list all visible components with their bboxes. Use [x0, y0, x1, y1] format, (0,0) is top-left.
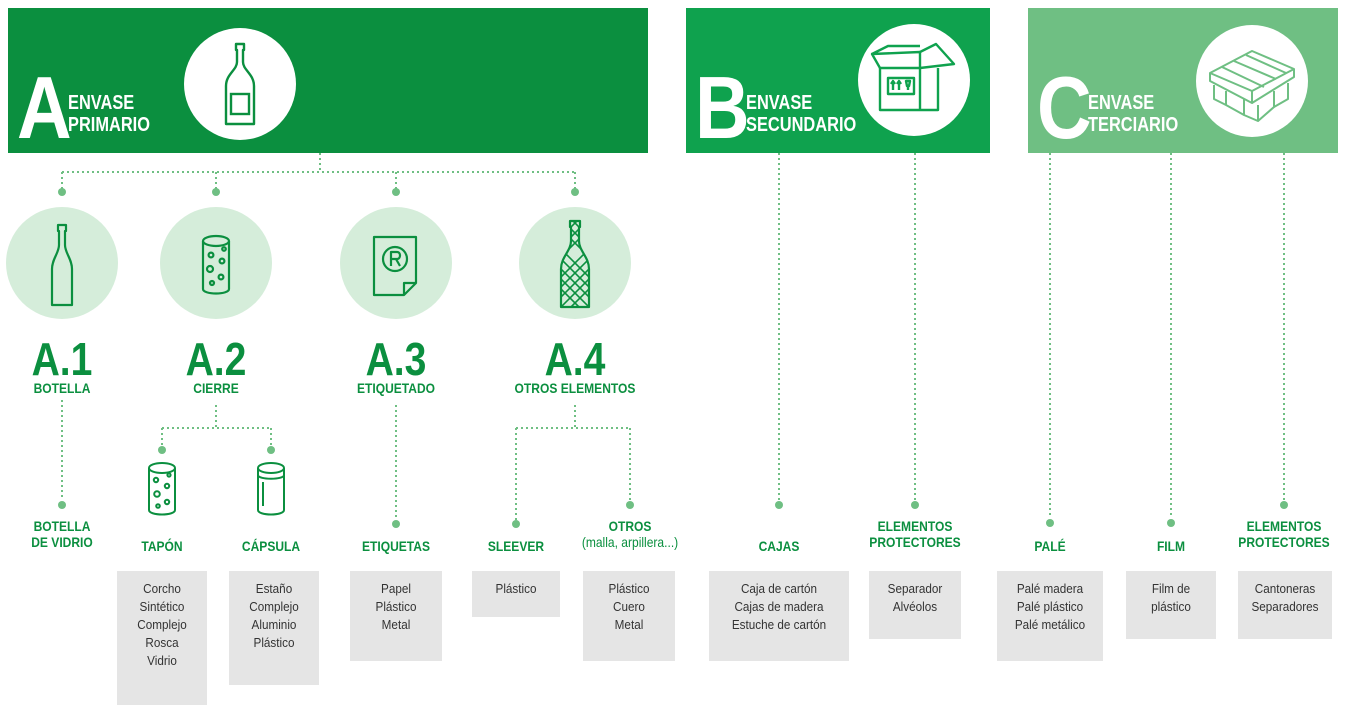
leaf-etiquetas: ETIQUETAS	[361, 538, 430, 554]
pallet-icon	[1196, 25, 1308, 137]
box-cajas: Caja de cartón Cajas de madera Estuche d…	[709, 571, 849, 661]
header-envase-secundario: B ENVASE SECUNDARIO	[686, 8, 990, 153]
subcategory-circle-a1	[6, 207, 118, 319]
leaf-botella-de-vidrio: BOTELLA DE VIDRIO	[31, 518, 93, 550]
cork-icon	[201, 234, 231, 295]
leaf-tapon: TAPÓN	[141, 538, 183, 554]
header-envase-terciario: C ENVASE TERCIARIO	[1028, 8, 1338, 153]
code-a4: A.4	[544, 333, 606, 385]
box-otros: Plástico Cuero Metal	[583, 571, 675, 661]
bottle-icon	[50, 223, 74, 307]
leaf-pale: PALÉ	[1034, 538, 1066, 554]
header-envase-primario: A ENVASE PRIMARIO	[8, 8, 648, 153]
leaf-capsula: CÁPSULA	[241, 538, 301, 554]
box-pale: Palé madera Palé plástico Palé metálico	[997, 571, 1103, 661]
box-protectores-b: Separador Alvéolos	[869, 571, 961, 639]
header-letter-a: A	[17, 58, 72, 157]
code-a2: A.2	[185, 333, 247, 385]
header-title-c: ENVASE TERCIARIO	[1088, 92, 1179, 136]
subcategory-circle-a4	[519, 207, 631, 319]
subcategory-circle-a3	[340, 207, 452, 319]
leaf-elementos-protectores-b: ELEMENTOS PROTECTORES	[869, 518, 961, 550]
label-otros-elementos: OTROS ELEMENTOS	[514, 380, 636, 396]
label-etiquetado: ETIQUETADO	[356, 380, 436, 396]
label-cierre: CIERRE	[193, 380, 239, 396]
leaf-film: FILM	[1156, 538, 1186, 554]
box-protectores-c: Cantoneras Separadores	[1238, 571, 1332, 639]
box-tapon: Corcho Sintético Complejo Rosca Vidrio	[117, 571, 207, 705]
mesh-bottle-icon	[559, 219, 591, 309]
header-letter-b: B	[695, 58, 750, 157]
leaf-elementos-protectores-c: ELEMENTOS PROTECTORES	[1238, 518, 1330, 550]
box-capsula: Estaño Complejo Aluminio Plástico	[229, 571, 319, 685]
wine-bottle-icon	[184, 28, 296, 140]
header-title-b: ENVASE SECUNDARIO	[746, 92, 857, 136]
box-film: Film de plástico	[1126, 571, 1216, 639]
header-letter-c: C	[1037, 58, 1092, 157]
box-icon	[858, 24, 970, 136]
leaf-cajas: CAJAS	[758, 538, 800, 554]
leaf-otros: OTROS (malla, arpillera...)	[570, 518, 690, 550]
code-a3: A.3	[365, 333, 427, 385]
box-sleever: Plástico	[472, 571, 560, 617]
code-a1: A.1	[31, 333, 93, 385]
cork-icon	[148, 462, 176, 516]
capsule-icon	[257, 462, 285, 516]
label-botella: BOTELLA	[33, 380, 91, 396]
label-icon	[372, 235, 418, 297]
subcategory-circle-a2	[160, 207, 272, 319]
box-etiquetas: Papel Plástico Metal	[350, 571, 442, 661]
leaf-otros-subtitle: (malla, arpillera...)	[581, 534, 679, 550]
header-title-a: ENVASE PRIMARIO	[68, 92, 150, 136]
leaf-sleever: SLEEVER	[487, 538, 545, 554]
